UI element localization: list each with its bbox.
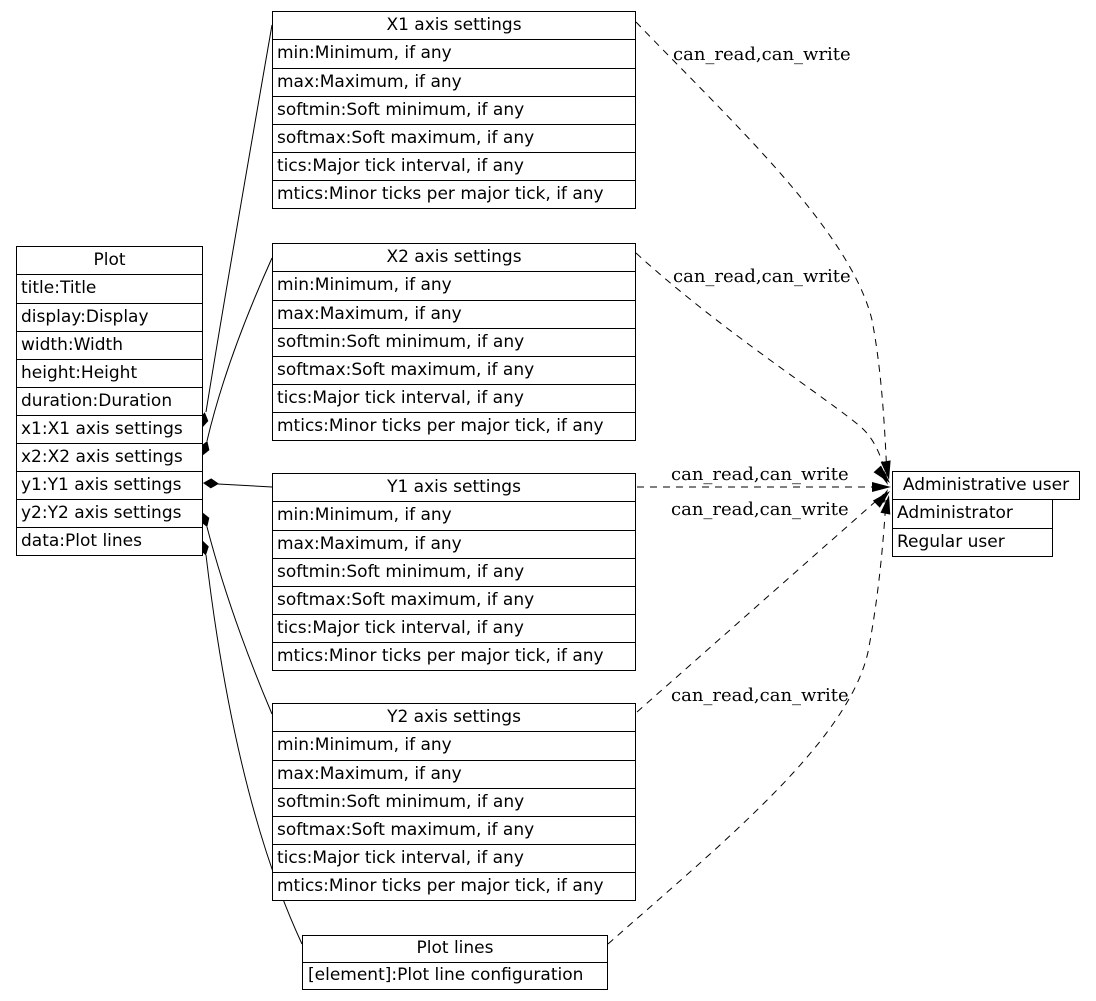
class-row: width:Width [17,331,202,359]
class-row: y1:Y1 axis settings [17,471,202,499]
class-row: tics:Major tick interval, if any [273,152,635,180]
class-y1-axis-settings[interactable]: Y1 axis settings min:Minimum, if any max:… [272,473,636,671]
class-plot-lines[interactable]: Plot lines [element]:Plot line configura… [302,935,608,990]
edge-label-y1: can_read,can_write [671,464,849,485]
arrowhead-spike-upper [879,471,888,485]
class-row: display:Display [17,303,202,331]
class-plot-lines-rows: [element]:Plot line configuration [303,963,607,989]
class-y2-title: Y2 axis settings [273,704,635,732]
class-row: duration:Duration [17,387,202,415]
class-row: mtics:Minor ticks per major tick, if any [273,180,635,208]
dependency-edge-x1 [635,21,888,478]
class-row: softmin:Soft minimum, if any [273,788,635,816]
dependency-edge-x2 [635,252,888,481]
edge-label-data: can_read,can_write [671,685,849,706]
class-row: softmin:Soft minimum, if any [273,328,635,356]
class-row: mtics:Minor ticks per major tick, if any [273,642,635,670]
class-row: tics:Major tick interval, if any [273,614,635,642]
composition-diamond-y1 [203,478,219,489]
class-row: max:Maximum, if any [273,300,635,328]
class-row: min:Minimum, if any [277,735,452,755]
class-plot-lines-title: Plot lines [303,936,607,963]
class-row: softmax:Soft maximum, if any [273,124,635,152]
arrowhead-spike-lower [878,489,888,503]
class-x2-axis-settings[interactable]: X2 axis settings min:Minimum, if any max:… [272,243,636,441]
class-row: softmax:Soft maximum, if any [273,816,635,844]
class-row: tics:Major tick interval, if any [273,844,635,872]
composition-edge-x2 [206,257,273,442]
class-row: min:Minimum, if any [277,43,452,63]
class-row: max:Maximum, if any [273,530,635,558]
class-row: mtics:Minor ticks per major tick, if any [273,412,635,440]
arrowhead-x1 [880,460,891,480]
class-row: max:Maximum, if any [273,760,635,788]
class-row: softmin:Soft minimum, if any [273,96,635,124]
class-x1-title: X1 axis settings [273,12,635,40]
class-row: softmax:Soft maximum, if any [273,356,635,384]
arrowhead-y1 [872,482,891,492]
class-row: max:Maximum, if any [273,68,635,96]
class-row: min:Minimum, if any [277,505,452,525]
class-row: [element]:Plot line configuration [308,965,584,985]
class-x1-axis-settings[interactable]: X1 axis settings min:Minimum, if any max:… [272,11,636,209]
class-row: x1:X1 axis settings [17,415,202,443]
composition-edge-data [205,554,303,945]
class-x2-title: X2 axis settings [273,244,635,272]
composition-edge-x1 [205,24,273,413]
class-row: min:Minimum, if any [277,275,452,295]
class-row: Administrator [897,503,1013,523]
class-administrative-user-title[interactable]: Administrative user [892,471,1080,500]
class-row: softmax:Soft maximum, if any [273,586,635,614]
edge-label-x2: can_read,can_write [673,266,851,287]
class-row: data:Plot lines [17,527,202,555]
class-row: height:Height [17,359,202,387]
class-row: softmin:Soft minimum, if any [273,558,635,586]
composition-edge-y1 [217,483,273,488]
class-row: tics:Major tick interval, if any [273,384,635,412]
class-plot-title: Plot [17,247,202,275]
class-row: title:Title [21,278,97,298]
class-row: Regular user [893,528,1052,556]
class-row: mtics:Minor ticks per major tick, if any [273,872,635,900]
class-y1-title: Y1 axis settings [273,474,635,502]
arrowhead-data [880,495,891,515]
composition-edge-y2 [206,526,273,715]
class-row: y2:Y2 axis settings [17,499,202,527]
dependency-edge-data [607,499,887,945]
dependency-edge-y2 [636,493,885,713]
edge-label-y2: can_read,can_write [671,499,849,520]
class-y2-axis-settings[interactable]: Y2 axis settings min:Minimum, if any max:… [272,703,636,901]
class-row: x2:X2 axis settings [17,443,202,471]
edge-label-x1: can_read,can_write [673,44,851,65]
